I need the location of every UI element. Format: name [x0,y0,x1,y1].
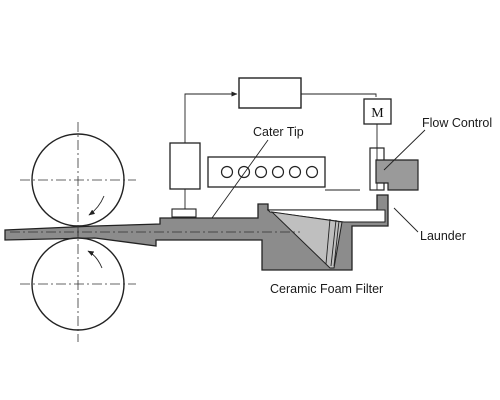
signal-lines [184,91,377,143]
upper-roll [20,122,136,238]
launder-label: Launder [420,229,466,243]
lower-roll [20,226,136,342]
flow-control-leader [383,129,426,171]
cater-tip-leader [211,139,269,219]
flow-control-label: Flow Control [422,116,492,130]
ceramic-foam-filter-shape [270,211,343,269]
heater-block [207,156,360,191]
controller-box [238,77,302,109]
ceramic-foam-filter-label: Ceramic Foam Filter [270,282,383,296]
motor: M [363,98,392,148]
launder-channel [266,209,386,223]
level-sensor [169,142,201,218]
launder-leader [393,207,419,233]
motor-label: M [371,106,384,121]
motor-box [363,98,392,125]
cater-tip-label: Cater Tip [253,125,304,139]
